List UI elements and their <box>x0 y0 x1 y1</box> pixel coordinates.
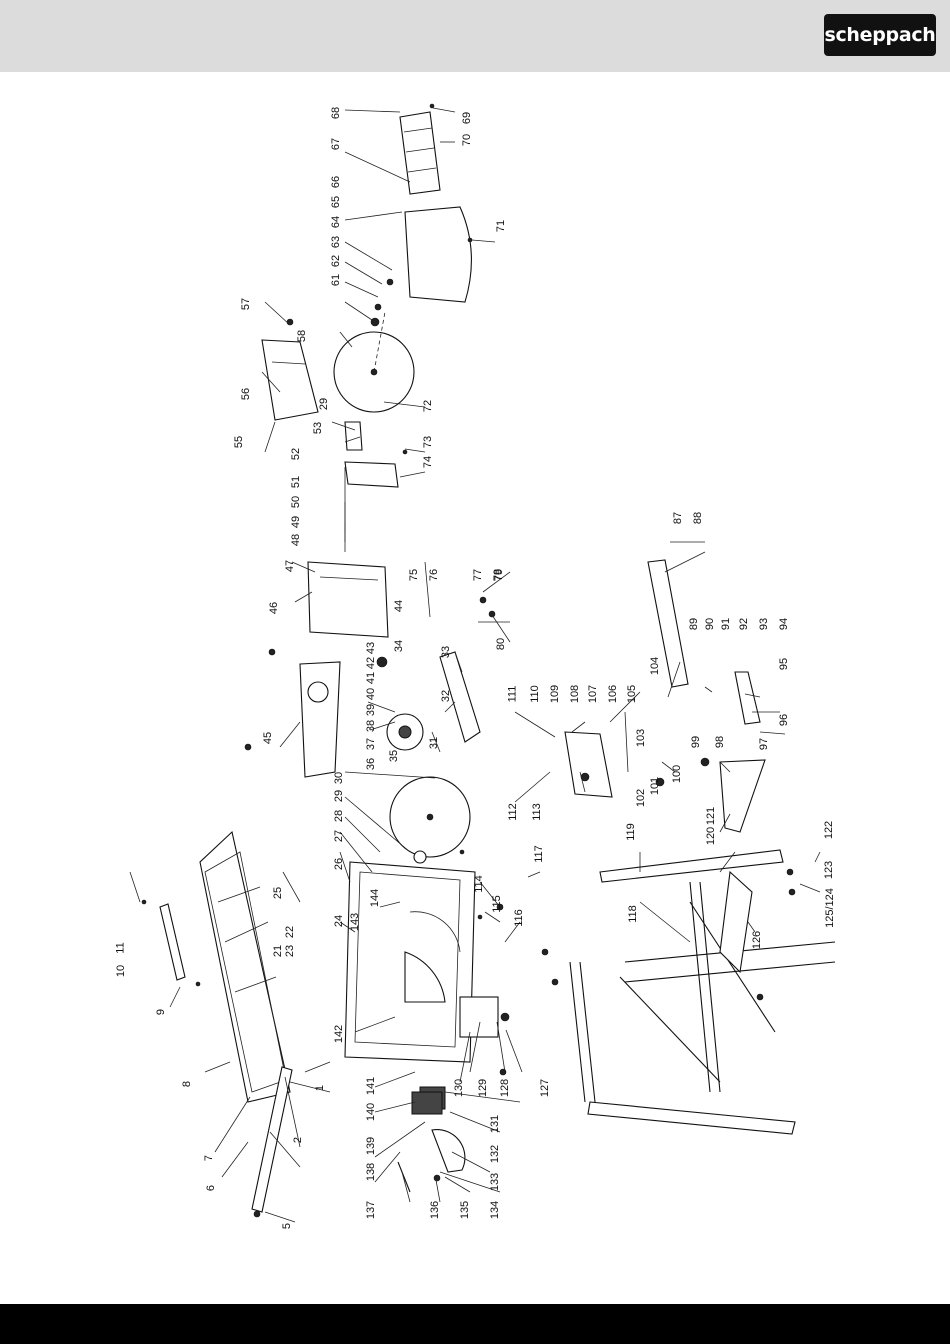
top-guard-part <box>399 111 472 303</box>
arm-plate-part <box>307 561 389 638</box>
stand-frame-part <box>569 759 836 1135</box>
gear-part <box>386 713 424 751</box>
blade-guard-part <box>261 339 319 421</box>
bevel-arm-part <box>439 651 481 743</box>
page-header: scheppach <box>0 0 950 72</box>
rip-fence-part <box>647 559 761 725</box>
fence-rail-part <box>251 1066 293 1218</box>
table-insert-part <box>141 899 201 987</box>
fasteners <box>244 103 796 1182</box>
leader-lines <box>129 107 821 1223</box>
motor-part <box>299 661 341 778</box>
riving-knife-part <box>344 421 399 488</box>
page-footer <box>0 1304 950 1344</box>
saw-housing-part <box>344 861 499 1110</box>
upper-saw-blade-part <box>333 311 415 413</box>
fence-bracket-part <box>564 711 629 798</box>
lower-saw-blade-part <box>389 776 471 864</box>
scheppach-logo: scheppach <box>824 14 936 56</box>
table-top-part <box>199 830 291 1103</box>
exploded-view-drawing <box>129 103 836 1223</box>
brand-name: scheppach <box>824 24 936 46</box>
